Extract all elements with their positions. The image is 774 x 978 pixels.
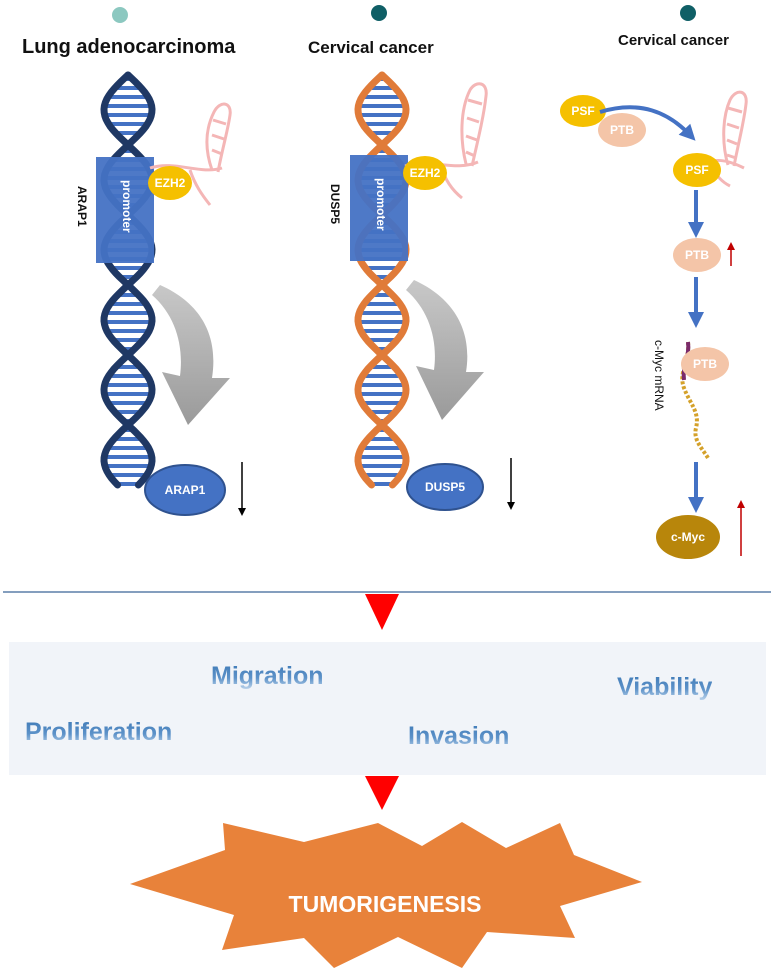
gene-label-arap1: ARAP1 [75, 186, 89, 227]
c-myc-mrna-label: c-Myc mRNA [652, 340, 666, 411]
title-lung: Lung adenocarcinoma [22, 36, 236, 58]
psf-protein [560, 95, 606, 127]
ptb-protein [673, 238, 721, 272]
outcome-invasion: Invasion [408, 722, 510, 750]
ptb-label: PTB [610, 123, 634, 137]
dna-helix-lung [100, 71, 156, 489]
tumorigenesis-starburst [130, 822, 642, 968]
dusp5-product-label: DUSP5 [424, 480, 465, 494]
up-arrow-head [727, 242, 735, 250]
teal-dot-icon [680, 5, 696, 21]
arap1-product-label: ARAP1 [164, 483, 206, 497]
teal-dot-icon [112, 7, 128, 23]
outcome-viability: Viability [617, 673, 713, 701]
psf-label: PSF [571, 104, 595, 118]
c-myc-protein [656, 515, 720, 559]
promoter-box-lung [96, 157, 154, 263]
repression-arrow [152, 285, 230, 425]
outcome-proliferation: Proliferation [25, 718, 173, 746]
promoter-box-cervical [350, 155, 408, 261]
dusp5-product [406, 463, 484, 511]
ezh2-label: EZH2 [409, 166, 441, 180]
lncrna-hairpin-icon [149, 102, 232, 206]
lncrna-hairpin-icon [698, 90, 748, 188]
dna-helix-cervical [354, 71, 410, 489]
ezh2-protein [148, 166, 192, 200]
ptb-protein [598, 113, 646, 147]
tumorigenesis-label: TUMORIGENESIS [288, 891, 482, 917]
ptb-on-mrna-label: PTB [693, 357, 717, 371]
teal-dot-icon [371, 5, 387, 21]
down-triangle-icon [365, 594, 399, 630]
psf-bound-label: PSF [685, 163, 709, 177]
gene-label-dusp5: DUSP5 [328, 184, 342, 225]
psf-bound-protein [673, 153, 721, 187]
promoter-label: promoter [120, 180, 134, 233]
ptb-on-mrna [681, 347, 729, 381]
ezh2-protein [403, 156, 447, 190]
outcome-migration: Migration [211, 662, 324, 690]
title-cervical: Cervical cancer [308, 38, 434, 57]
title-cervical-pathway: Cervical cancer [618, 32, 729, 49]
down-arrow-head [238, 508, 246, 516]
outcomes-panel [9, 642, 766, 775]
up-arrow-head [737, 500, 745, 508]
arap1-product [144, 464, 226, 516]
c-myc-label: c-Myc [670, 530, 705, 544]
promoter-label: promoter [374, 178, 388, 231]
ezh2-label: EZH2 [154, 176, 186, 190]
down-triangle-icon [365, 776, 399, 810]
repression-arrow [406, 280, 484, 420]
down-arrow-head [507, 502, 515, 510]
ptb-label: PTB [685, 248, 709, 262]
binding-arrow [599, 105, 696, 141]
c-myc-mrna-strand [680, 341, 710, 460]
